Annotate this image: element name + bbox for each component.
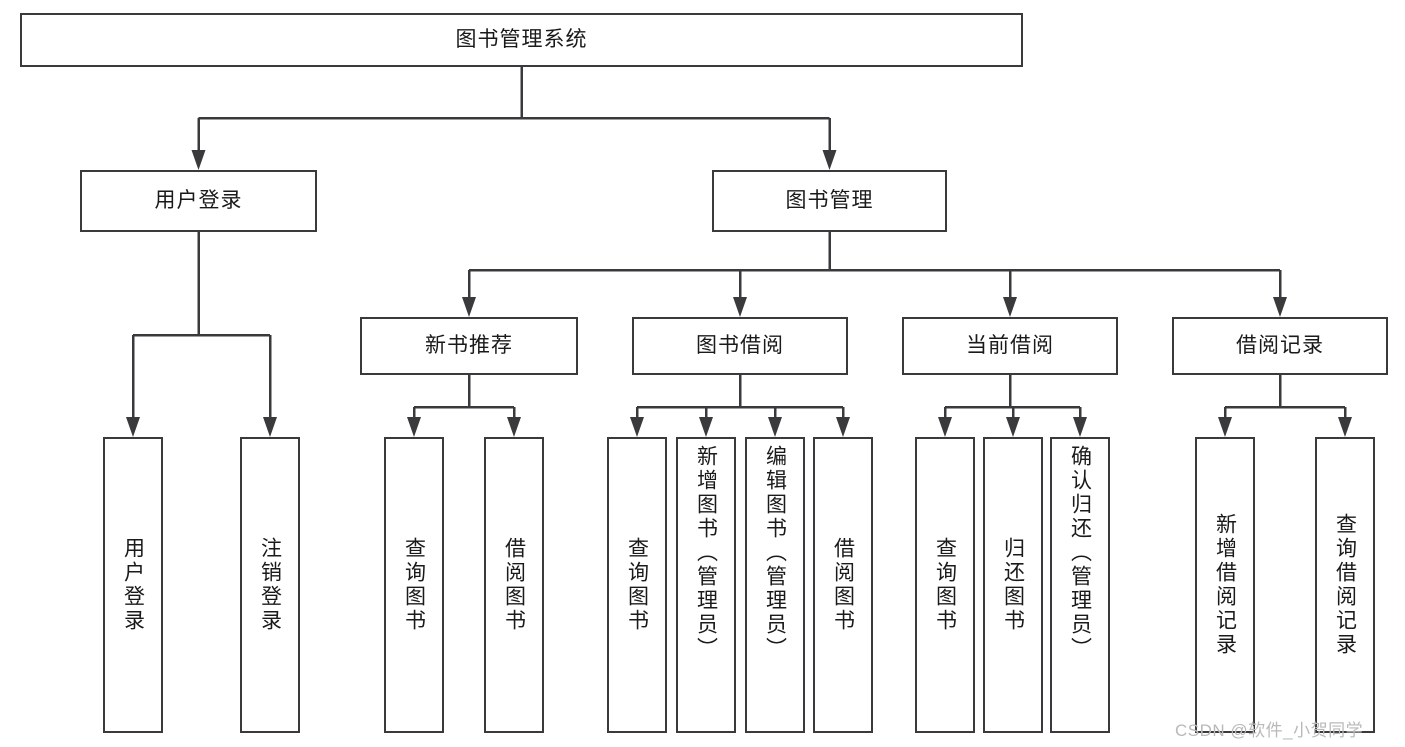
node-label-leaf-rc-add: 新增借阅记录 [1213,513,1237,657]
arrowhead-current [1003,297,1017,317]
node-leaf-cu-query: 查询图书 [915,437,975,733]
node-login: 用户登录 [80,170,317,232]
node-label-leaf-logout: 注销登录 [258,537,282,633]
arrowhead-leaf-logout [263,417,277,437]
node-label-borrow: 图书借阅 [696,334,784,358]
arrowhead-login [191,150,206,170]
node-label-leaf-cu-query: 查询图书 [933,537,957,633]
arrowhead-leaf-bw-edit [768,417,782,437]
arrowhead-leaf-user-login [126,417,140,437]
arrowhead-borrow [733,297,747,317]
watermark-text: CSDN @软件_小贺同学 [1175,721,1364,740]
node-leaf-nb-query: 查询图书 [384,437,444,733]
node-leaf-cu-return: 归还图书 [983,437,1043,733]
node-label-leaf-bw-query: 查询图书 [625,537,649,633]
arrowhead-newbook [462,297,476,317]
arrowhead-leaf-bw-borrow [836,417,850,437]
node-bookmgmt: 图书管理 [712,170,947,232]
node-leaf-nb-borrow: 借阅图书 [484,437,544,733]
node-current: 当前借阅 [902,317,1118,375]
node-label-records: 借阅记录 [1236,334,1324,358]
arrowhead-bookmgmt [822,150,837,170]
node-leaf-cu-confirm: 确认归还（管理员） [1050,437,1110,733]
node-label-leaf-user-login: 用户登录 [121,537,145,633]
node-label-login: 用户登录 [154,189,243,213]
node-label-current: 当前借阅 [966,334,1054,358]
node-leaf-bw-edit: 编辑图书（管理员） [745,437,805,733]
node-label-leaf-rc-query: 查询借阅记录 [1333,513,1357,657]
node-records: 借阅记录 [1172,317,1388,375]
node-label-leaf-nb-query: 查询图书 [402,537,426,633]
node-newbook: 新书推荐 [360,317,578,375]
arrowhead-leaf-rc-add [1218,417,1232,437]
node-leaf-bw-add: 新增图书（管理员） [676,437,736,733]
node-leaf-rc-add: 新增借阅记录 [1195,437,1255,733]
arrowhead-leaf-nb-query [407,417,421,437]
arrowhead-leaf-rc-query [1338,417,1352,437]
arrowhead-leaf-cu-query [938,417,952,437]
arrowhead-records [1273,297,1287,317]
arrowhead-leaf-cu-confirm [1073,417,1087,437]
node-label-leaf-bw-edit: 编辑图书（管理员） [763,445,787,661]
node-label-newbook: 新书推荐 [425,334,513,358]
arrowhead-leaf-nb-borrow [507,417,521,437]
node-label-leaf-bw-borrow: 借阅图书 [831,537,855,633]
node-label-leaf-cu-return: 归还图书 [1001,537,1025,633]
node-label-bookmgmt: 图书管理 [785,189,874,213]
node-leaf-logout: 注销登录 [240,437,300,733]
node-leaf-rc-query: 查询借阅记录 [1315,437,1375,733]
node-leaf-bw-borrow: 借阅图书 [813,437,873,733]
arrowhead-leaf-cu-return [1006,417,1020,437]
node-root: 图书管理系统 [20,13,1023,67]
node-leaf-user-login: 用户登录 [103,437,163,733]
node-label-leaf-bw-add: 新增图书（管理员） [694,445,718,661]
node-label-root: 图书管理系统 [455,28,588,52]
arrowhead-leaf-bw-query [630,417,644,437]
node-borrow: 图书借阅 [632,317,848,375]
node-label-leaf-cu-confirm: 确认归还（管理员） [1068,445,1092,661]
arrowhead-leaf-bw-add [699,417,713,437]
node-label-leaf-nb-borrow: 借阅图书 [502,537,526,633]
node-leaf-bw-query: 查询图书 [607,437,667,733]
